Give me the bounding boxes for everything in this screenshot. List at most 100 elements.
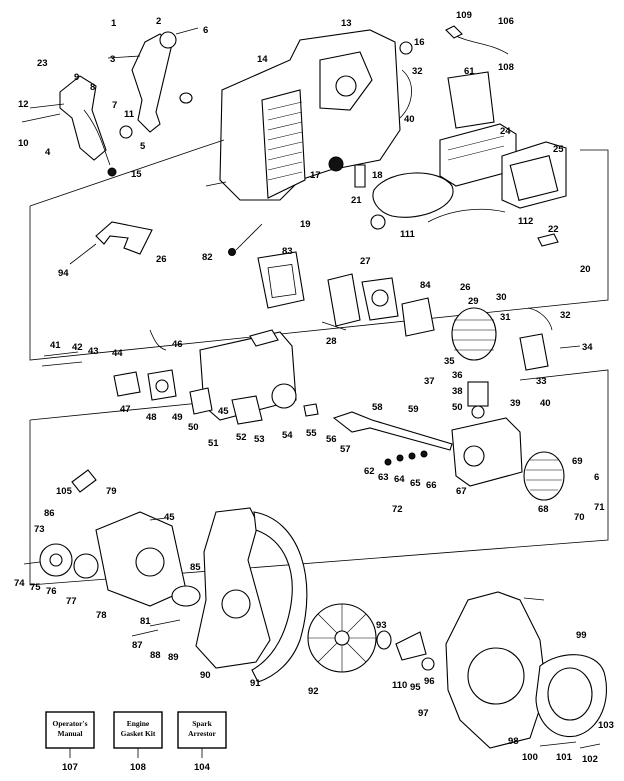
label-111: 111 bbox=[400, 229, 416, 240]
housing-vent-grille bbox=[267, 101, 303, 181]
label-9: 9 bbox=[74, 72, 79, 83]
label-48: 48 bbox=[146, 412, 157, 423]
label-105: 105 bbox=[56, 486, 73, 497]
operators-manual-line2: Manual bbox=[57, 729, 82, 738]
grip-handle bbox=[69, 221, 153, 265]
label-21: 21 bbox=[351, 195, 362, 206]
label-56: 56 bbox=[326, 434, 337, 445]
label-93: 93 bbox=[376, 620, 387, 631]
label-18: 18 bbox=[372, 170, 383, 181]
label-49: 49 bbox=[172, 412, 183, 423]
label-76: 76 bbox=[46, 586, 57, 597]
air-filter-assembly bbox=[370, 25, 567, 247]
label-63: 63 bbox=[378, 472, 389, 483]
label-65: 65 bbox=[410, 478, 421, 489]
label-71: 71 bbox=[594, 502, 605, 513]
label-72: 72 bbox=[392, 504, 403, 515]
label-99: 99 bbox=[576, 630, 587, 641]
label-2: 2 bbox=[156, 16, 161, 27]
label-16: 16 bbox=[414, 37, 425, 48]
label-75: 75 bbox=[30, 582, 41, 593]
label-37: 37 bbox=[424, 376, 435, 387]
label-112: 112 bbox=[518, 216, 533, 227]
label-108b: 108 bbox=[130, 762, 146, 773]
label-62: 62 bbox=[364, 466, 375, 477]
label-54: 54 bbox=[282, 430, 293, 441]
label-6b: 6 bbox=[594, 472, 599, 483]
label-88: 88 bbox=[150, 650, 161, 661]
upper-housing bbox=[199, 29, 413, 256]
label-73: 73 bbox=[34, 524, 45, 535]
label-31: 31 bbox=[500, 312, 511, 323]
label-40a: 40 bbox=[404, 114, 415, 125]
label-90: 90 bbox=[200, 670, 211, 681]
label-39: 39 bbox=[510, 398, 521, 409]
group-boundaries bbox=[29, 147, 609, 586]
label-12: 12 bbox=[18, 99, 29, 110]
label-109: 109 bbox=[456, 10, 472, 21]
label-26a: 26 bbox=[156, 254, 167, 265]
label-86: 86 bbox=[44, 508, 55, 519]
label-77: 77 bbox=[66, 596, 77, 607]
label-32b: 32 bbox=[560, 310, 571, 321]
label-30: 30 bbox=[496, 292, 507, 303]
label-10: 10 bbox=[18, 138, 29, 149]
lower-assembly bbox=[23, 469, 608, 749]
label-20: 20 bbox=[580, 264, 591, 275]
label-102: 102 bbox=[582, 754, 598, 765]
label-41: 41 bbox=[50, 340, 61, 351]
label-3: 3 bbox=[110, 54, 115, 65]
label-27: 27 bbox=[360, 256, 371, 267]
label-84: 84 bbox=[420, 280, 431, 291]
label-7: 7 bbox=[112, 100, 117, 111]
label-1: 1 bbox=[111, 18, 117, 29]
accessory-boxes: Operator's Manual Engine Gasket Kit Spar… bbox=[45, 711, 227, 758]
label-61: 61 bbox=[464, 66, 475, 77]
label-97: 97 bbox=[418, 708, 429, 719]
label-38: 38 bbox=[452, 386, 463, 397]
label-59: 59 bbox=[408, 404, 419, 415]
label-67: 67 bbox=[456, 486, 467, 497]
label-34: 34 bbox=[582, 342, 593, 353]
engine-assembly bbox=[41, 251, 581, 501]
spark-arrestor-box bbox=[177, 711, 227, 749]
handle-assembly bbox=[21, 27, 199, 177]
label-103: 103 bbox=[598, 720, 614, 731]
label-66: 66 bbox=[426, 480, 437, 491]
label-85: 85 bbox=[190, 562, 201, 573]
label-8: 8 bbox=[90, 82, 95, 93]
label-91: 91 bbox=[250, 678, 261, 689]
label-13: 13 bbox=[341, 18, 352, 29]
label-17: 17 bbox=[310, 170, 321, 181]
label-45a: 45 bbox=[218, 406, 229, 417]
spark-arrestor-line1: Spark bbox=[192, 719, 212, 728]
label-78: 78 bbox=[96, 610, 107, 621]
label-44: 44 bbox=[112, 348, 123, 359]
label-81: 81 bbox=[140, 616, 151, 627]
label-74: 74 bbox=[14, 578, 25, 589]
label-25: 25 bbox=[553, 144, 564, 155]
operators-manual-line1: Operator's bbox=[53, 719, 88, 728]
label-5: 5 bbox=[140, 141, 146, 152]
label-104: 104 bbox=[194, 762, 211, 773]
label-83: 83 bbox=[282, 246, 293, 257]
label-82: 82 bbox=[202, 252, 213, 263]
label-36: 36 bbox=[452, 370, 463, 381]
label-52: 52 bbox=[236, 432, 247, 443]
label-51: 51 bbox=[208, 438, 219, 449]
label-11: 11 bbox=[124, 109, 135, 120]
label-106a: 106 bbox=[498, 16, 514, 27]
label-29: 29 bbox=[468, 296, 479, 307]
label-40b: 40 bbox=[540, 398, 551, 409]
label-14: 14 bbox=[257, 54, 268, 65]
label-69: 69 bbox=[572, 456, 583, 467]
label-92: 92 bbox=[308, 686, 319, 697]
operators-manual-box bbox=[45, 711, 95, 749]
label-42: 42 bbox=[72, 342, 83, 353]
label-110: 110 bbox=[392, 680, 407, 691]
label-43: 43 bbox=[88, 346, 99, 357]
label-50a: 50 bbox=[452, 402, 463, 413]
label-89: 89 bbox=[168, 652, 179, 663]
label-50b: 50 bbox=[188, 422, 199, 433]
